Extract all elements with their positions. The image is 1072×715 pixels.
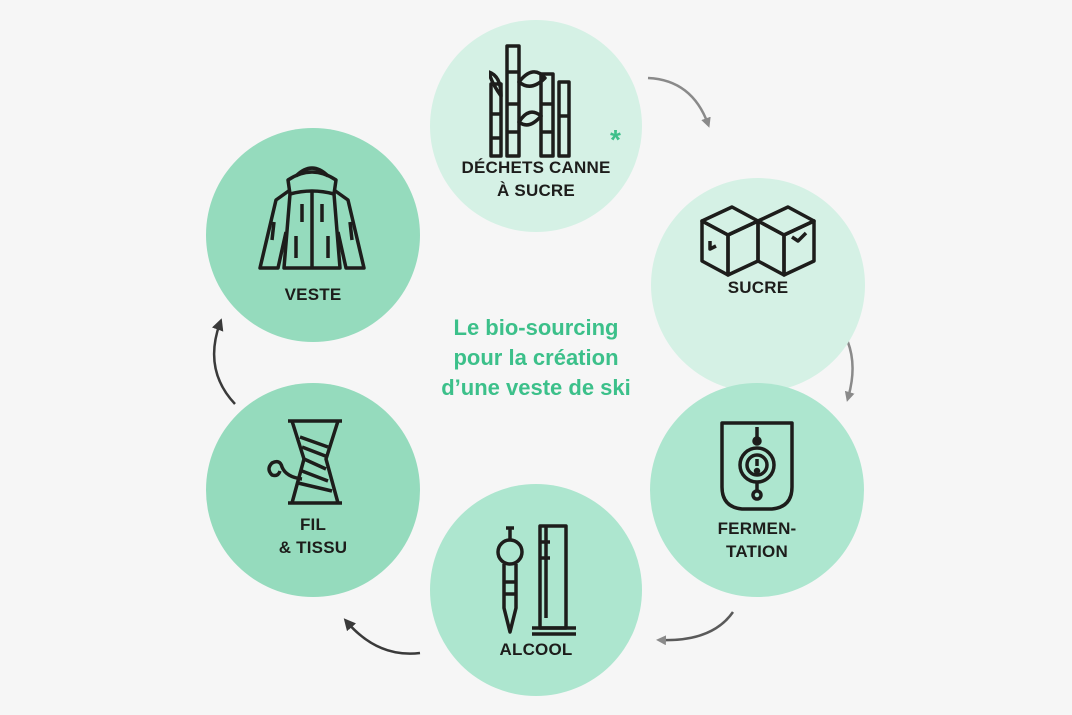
sugar-cubes-icon [700,205,816,277]
pipette-cylinder-icon [496,524,576,636]
step-sucre: SUCRE [651,178,865,392]
jacket-icon [258,166,366,270]
step-dechets-canne-a-sucre: * DÉCHETS CANNE À SUCRE [430,20,642,232]
arrow-fil-to-veste [211,318,236,405]
footnote-asterisk: * [610,124,621,155]
step-alcool: ALCOOL [430,484,642,696]
fermentation-tank-icon [720,421,794,511]
sugarcane-icon [489,44,571,158]
arrow-dechets-to-sucre [647,76,711,128]
step-label: ALCOOL [499,640,573,659]
step-fil-et-tissu: FIL & TISSU [206,383,420,597]
step-label: SUCRE [727,278,789,297]
step-fermentation: FERMEN- TATION [650,383,864,597]
diagram-title: Le bio-sourcing pour la création d’une v… [441,315,631,400]
arrow-fermentation-to-alcool [656,611,735,646]
step-label: FIL & TISSU [278,515,348,557]
step-veste: VESTE [206,128,420,342]
step-label: FERMEN- TATION [717,519,797,561]
step-label: DÉCHETS CANNE À SUCRE [461,158,611,200]
thread-spool-icon [267,419,342,505]
arrow-alcool-to-fil [343,618,421,655]
step-label: VESTE [284,285,342,304]
